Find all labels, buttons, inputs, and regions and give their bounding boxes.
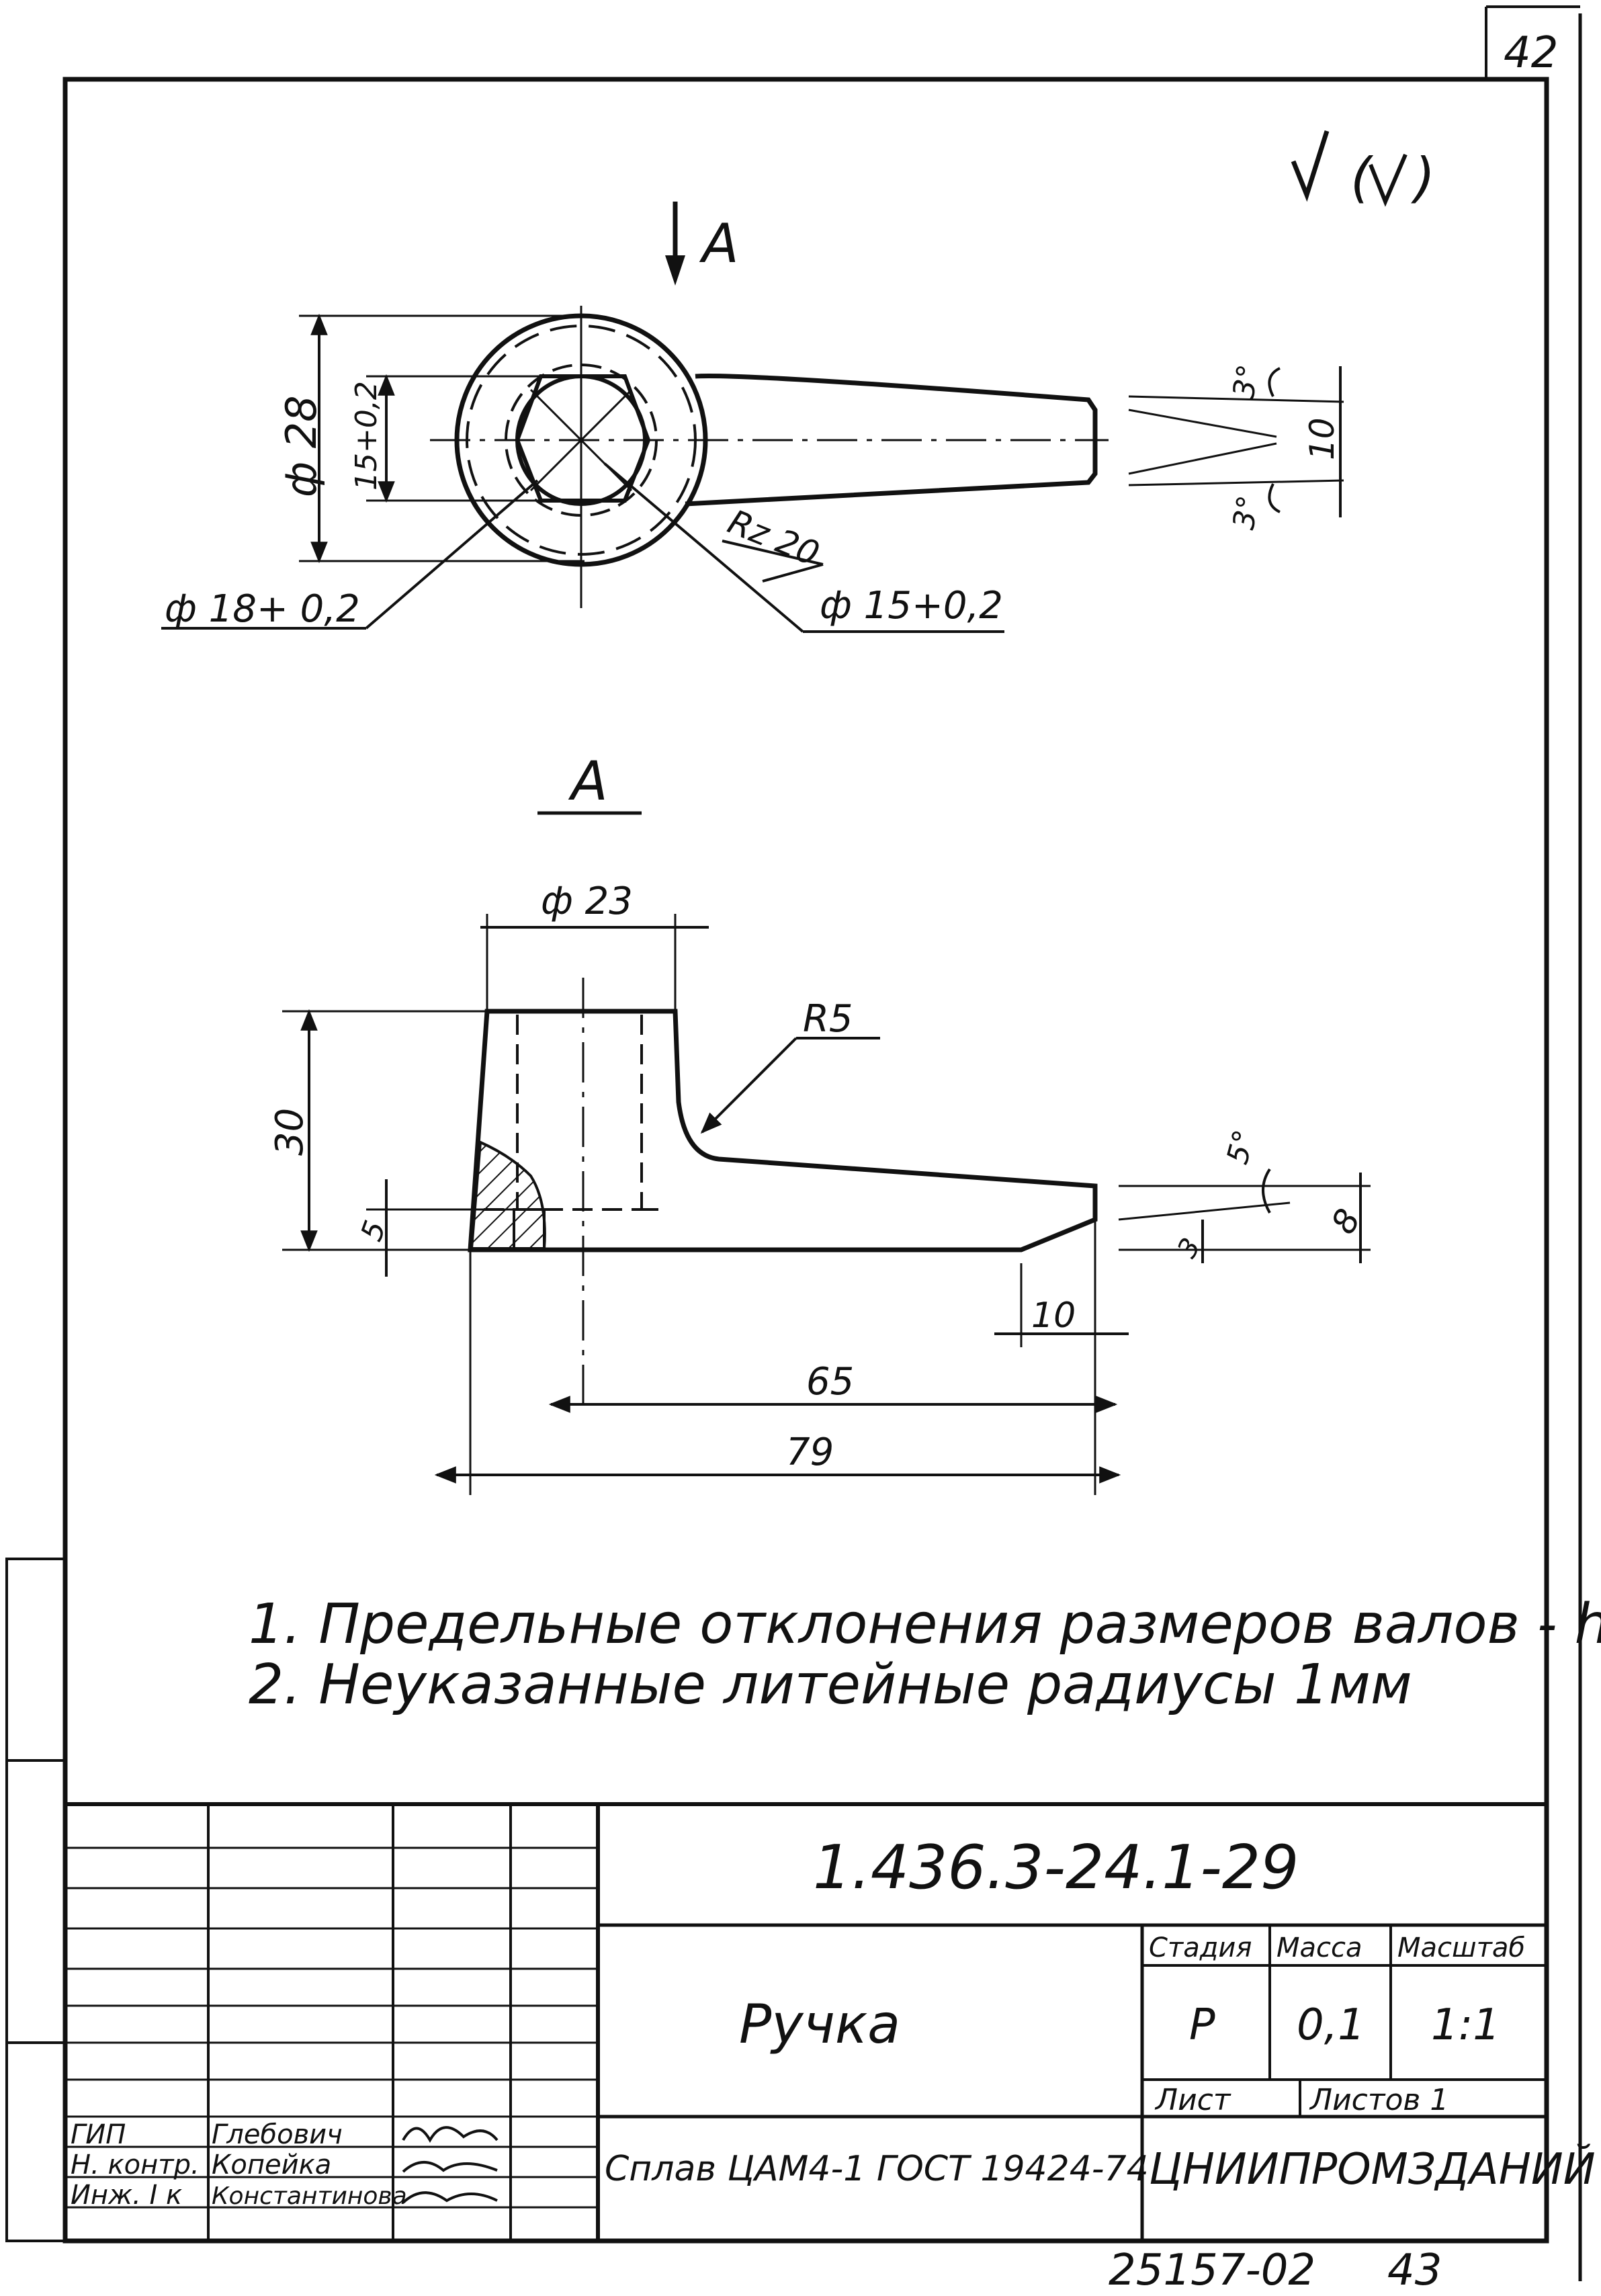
scale-header: Масштаб: [1397, 1932, 1525, 1963]
dim-across-flats: 15+0,2: [349, 381, 384, 491]
dim-bore: ф 18+ 0,2: [165, 587, 360, 631]
role-1: ГИП: [71, 2119, 126, 2150]
stage-header: Стадия: [1149, 1932, 1252, 1963]
bottom-code: 25157-02: [1109, 2246, 1315, 2295]
note-2: 2. Неуказанные литейные радиусы 1мм: [249, 1653, 1412, 1717]
signatures: [402, 2126, 499, 2204]
section-title: A: [568, 750, 608, 812]
top-view: A ф 28 15+0,2 ф 18+ 0,2 ф 15+0,2 Rz 2: [161, 202, 1344, 633]
stage-value: Р: [1189, 2000, 1215, 2050]
material: Сплав ЦАМ4-1 ГОСТ 19424-74: [605, 2149, 1149, 2189]
mass-value: 0,1: [1297, 2000, 1365, 2050]
dim-top-diameter: ф 23: [541, 880, 633, 923]
dim-length-79: 79: [786, 1431, 834, 1474]
name-1: Глебович: [212, 2119, 343, 2150]
surface-finish-symbol: ( ): [1291, 130, 1435, 209]
dim-tip-height-top: 10: [1303, 417, 1342, 460]
name-2: Копейка: [212, 2150, 331, 2180]
designation: 1.436.3-24.1-29: [813, 1832, 1299, 1903]
svg-text:): ): [1411, 146, 1435, 209]
sheet-label: Лист: [1154, 2083, 1231, 2117]
role-2: Н. контр.: [71, 2150, 200, 2180]
part-name: Ручка: [739, 1993, 900, 2055]
dim-angle-5: 5°: [1220, 1126, 1262, 1167]
bottom-page: 43: [1387, 2246, 1442, 2295]
role-3: Инж. I к: [71, 2180, 182, 2211]
angle-bottom: 3°: [1227, 493, 1266, 532]
name-3: Константинова: [212, 2182, 407, 2210]
angle-top: 3°: [1227, 362, 1266, 401]
organization: ЦНИИПРОМЗДАНИЙ: [1149, 2143, 1596, 2195]
roughness-callout: Rz 20: [723, 502, 825, 573]
section-view: A ф 23 R5 30 5: [268, 750, 1371, 1495]
scale-value: 1:1: [1431, 2000, 1500, 2050]
sheet-frame: [5, 5, 1582, 2281]
dim-height: 30: [268, 1108, 312, 1156]
sheets-label: Листов 1: [1309, 2083, 1448, 2117]
corner-sheet-number: 42: [1504, 28, 1558, 78]
mass-header: Масса: [1277, 1932, 1362, 1963]
dim-outer-diameter: ф 28: [277, 395, 326, 497]
notes: 1. Предельные отклонения размеров валов …: [249, 1592, 1601, 1717]
view-arrow-label: A: [699, 212, 739, 275]
dim-length-65: 65: [806, 1360, 854, 1404]
note-1: 1. Предельные отклонения размеров валов …: [249, 1592, 1601, 1656]
dim-radius: R5: [803, 997, 853, 1041]
svg-text:(: (: [1350, 146, 1374, 209]
dim-tip-length: 10: [1031, 1295, 1076, 1336]
dim-inner-bore: ф 15+0,2: [820, 584, 1003, 628]
title-block: 1.436.3-24.1-29 Ручка Сплав ЦАМ4-1 ГОСТ …: [65, 1802, 1596, 2241]
